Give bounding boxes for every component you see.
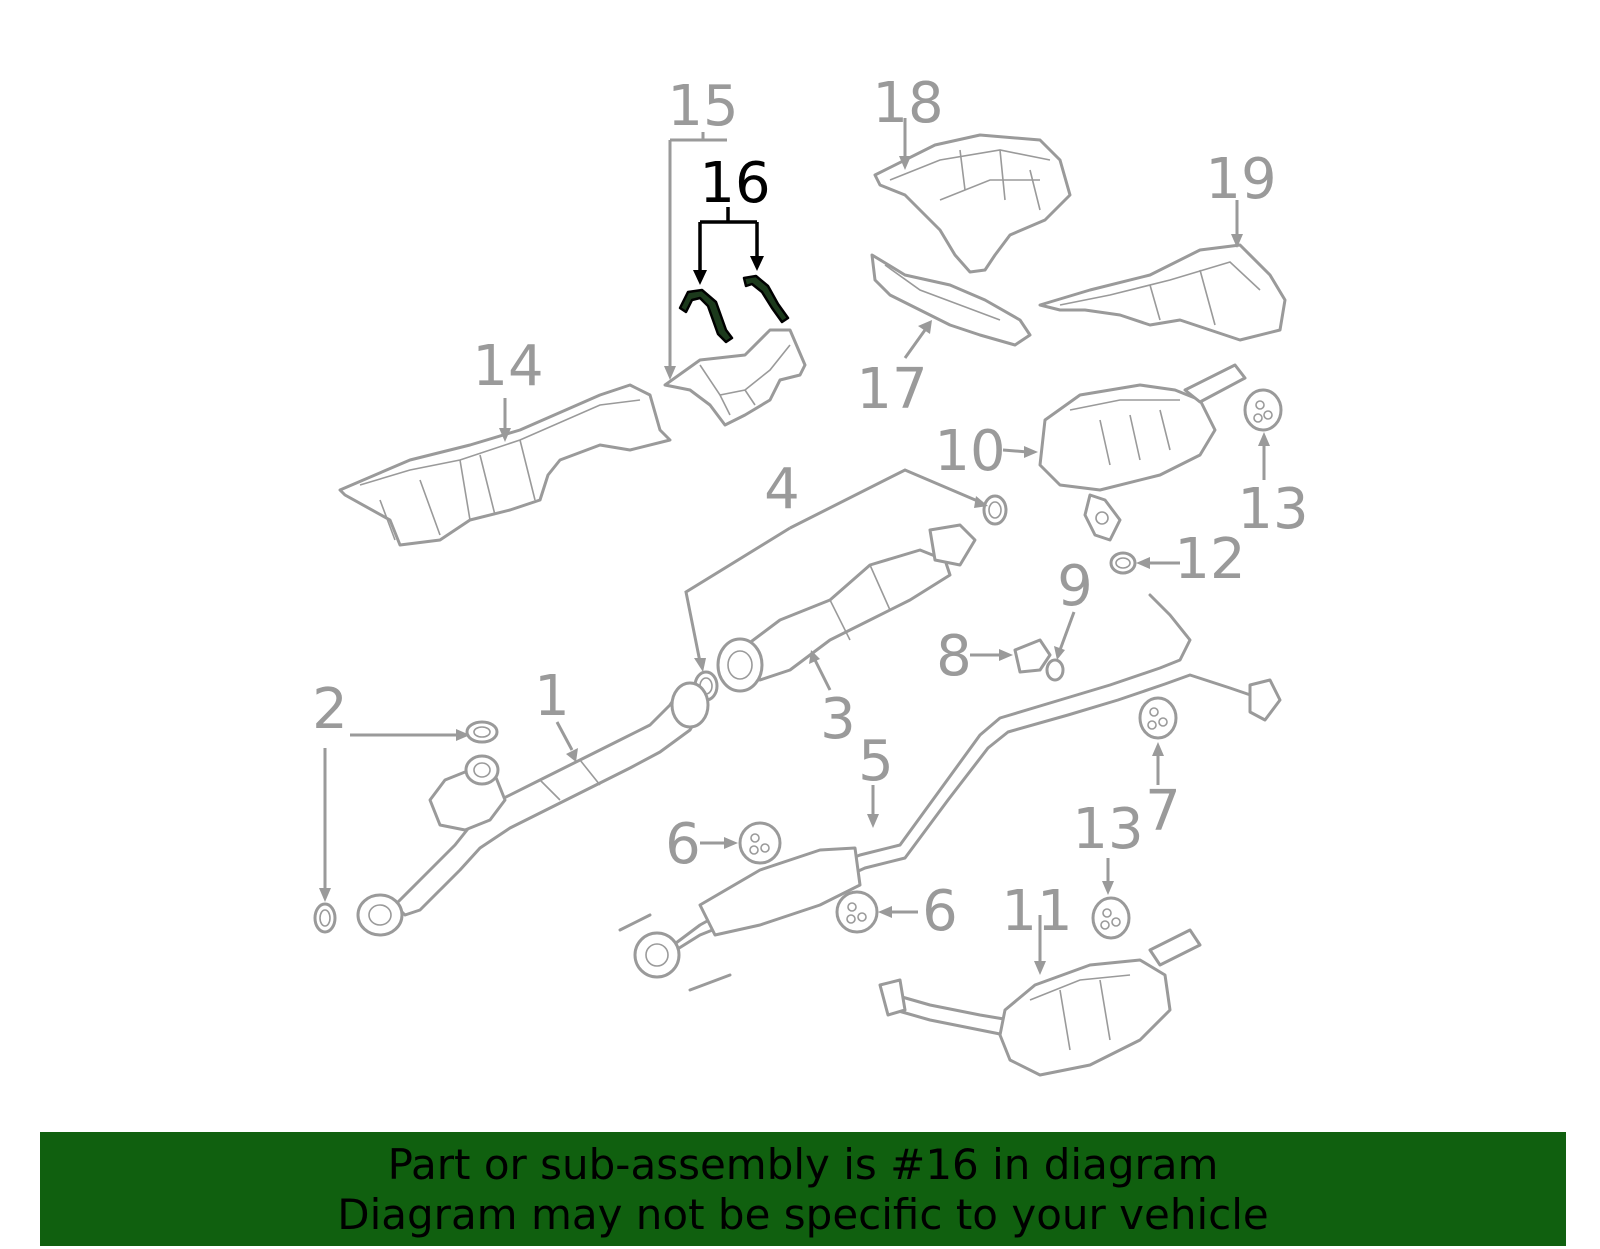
callout-13-lower: 13	[1072, 797, 1143, 862]
callout-19: 19	[1205, 147, 1276, 212]
hanger-rubber-part-13-upper[interactable]	[1243, 388, 1283, 432]
front-pipe-part-1[interactable]	[356, 681, 710, 937]
heat-shield-part-15[interactable]	[663, 328, 807, 427]
callout-16: 16	[699, 151, 770, 216]
info-banner: Part or sub-assembly is #16 in diagram D…	[40, 1132, 1566, 1246]
callout-13-upper: 13	[1237, 477, 1308, 542]
heat-shield-part-19[interactable]	[1038, 243, 1287, 342]
callout-6-lower: 6	[922, 879, 958, 944]
gasket-part-2-upper[interactable]	[465, 720, 499, 744]
hanger-rubber-part-13-lower[interactable]	[1091, 896, 1131, 940]
callout-2: 2	[312, 677, 348, 742]
hanger-rubber-part-6-upper[interactable]	[738, 821, 782, 865]
leader-line-part-16	[693, 207, 764, 285]
gasket-part-4-upper[interactable]	[982, 494, 1008, 526]
rear-muffler-part-10[interactable]	[1038, 363, 1247, 542]
callout-3: 3	[820, 687, 856, 752]
callout-15: 15	[667, 74, 738, 139]
gasket-part-12[interactable]	[1109, 551, 1137, 575]
callout-12: 12	[1174, 527, 1245, 592]
muffler-part-11[interactable]	[878, 928, 1202, 1077]
gasket-part-2-lower[interactable]	[313, 902, 337, 934]
callout-11: 11	[1001, 879, 1072, 944]
center-pipe-part-5[interactable]	[618, 593, 1282, 992]
hanger-rubber-part-7[interactable]	[1138, 696, 1178, 740]
callout-5: 5	[858, 729, 894, 794]
callout-8: 8	[936, 624, 972, 689]
callout-1: 1	[534, 664, 570, 729]
hanger-part-16[interactable]	[678, 274, 790, 344]
hanger-rubber-part-6-lower[interactable]	[835, 890, 879, 934]
callout-6-upper: 6	[665, 812, 701, 877]
callout-9: 9	[1057, 554, 1093, 619]
heat-shield-part-14[interactable]	[338, 383, 672, 547]
callout-18: 18	[872, 71, 943, 136]
callout-10: 10	[934, 419, 1005, 484]
callout-4: 4	[764, 457, 800, 522]
callout-17: 17	[856, 357, 927, 422]
leader-lines	[319, 118, 1270, 975]
callout-7: 7	[1145, 779, 1181, 844]
banner-line-2: Diagram may not be specific to your vehi…	[337, 1190, 1269, 1239]
heat-shield-part-17[interactable]	[870, 253, 1032, 347]
callout-labels: 15 16 14 18 17 19 10 13 12 4 9 8 1 3 2 5…	[312, 71, 1308, 944]
bracket-part-8[interactable]	[1013, 638, 1052, 674]
heat-shield-part-18[interactable]	[873, 133, 1072, 274]
catalytic-converter-part-3[interactable]	[716, 523, 977, 693]
nut-part-9[interactable]	[1045, 658, 1065, 682]
banner-line-1: Part or sub-assembly is #16 in diagram	[387, 1140, 1219, 1189]
callout-14: 14	[472, 334, 543, 399]
